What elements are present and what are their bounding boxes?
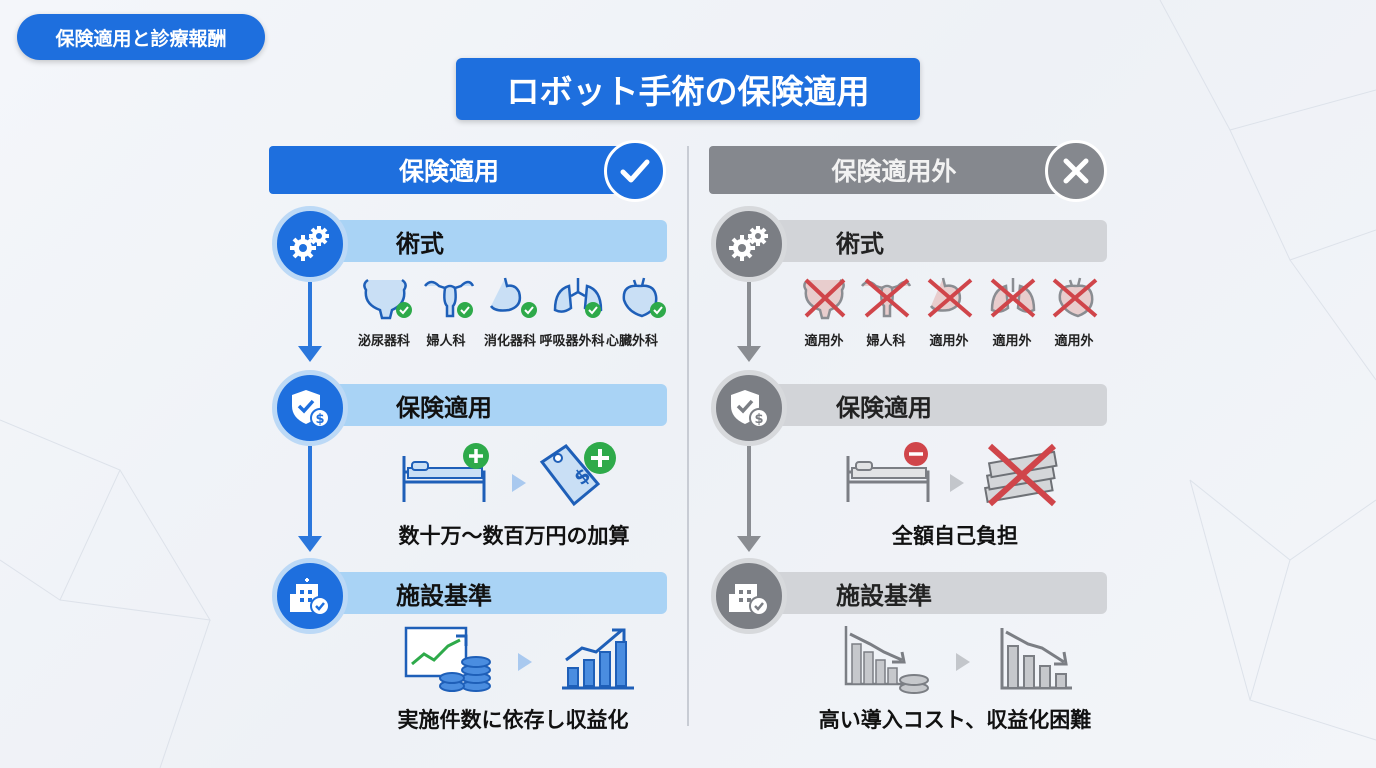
gears-icon <box>711 206 787 282</box>
specialty-label: 適用外 <box>992 334 1032 349</box>
arrow-right-icon <box>956 653 970 671</box>
specialty-label: 婦人科 <box>866 334 906 349</box>
growth-chart-coins-icon <box>404 626 491 692</box>
column-divider <box>687 146 689 726</box>
flow-connector <box>308 282 312 350</box>
covered-step-insurance: 保険適用 <box>300 384 667 426</box>
arrow-right-icon <box>950 474 964 492</box>
uterus-crossed-icon <box>861 278 912 318</box>
bladder-crossed-icon <box>803 278 846 320</box>
flow-arrowhead <box>737 536 761 552</box>
bar-chart-up-icon <box>562 628 634 690</box>
specialty-label: 心臓外科 <box>605 334 658 349</box>
covered-header: 保険適用 <box>269 146 629 194</box>
flow-connector <box>747 282 751 350</box>
price-tag-plus-icon: $ <box>539 442 616 507</box>
specialty-label: 適用外 <box>929 334 969 349</box>
uterus-icon <box>424 280 475 318</box>
bar-chart-down-icon <box>1000 628 1072 690</box>
covered-step-facility: 施設基準 <box>300 572 667 614</box>
arrow-right-icon <box>512 474 526 492</box>
specialty-label: 適用外 <box>1054 334 1094 349</box>
facility-caption: 実施件数に依存し収益化 <box>397 708 629 732</box>
svg-text:$: $ <box>754 412 763 427</box>
specialty-label: 消化器科 <box>483 334 536 349</box>
flow-connector <box>308 446 312 540</box>
specialty-label: 呼吸器外科 <box>539 334 605 349</box>
certified-building-icon <box>272 558 348 634</box>
not-covered-step-facility: 施設基準 <box>740 572 1107 614</box>
flow-arrowhead <box>298 536 322 552</box>
specialty-label: 泌尿器科 <box>357 334 410 349</box>
specialty-label: 適用外 <box>804 334 844 349</box>
stomach-crossed-icon <box>927 277 973 318</box>
arrow-right-icon <box>518 653 532 671</box>
declining-chart-coins-icon <box>844 626 929 694</box>
specialty-label: 婦人科 <box>426 334 466 349</box>
gears-icon <box>272 206 348 282</box>
not-covered-step-surgery: 術式 <box>740 220 1107 262</box>
insurance-caption: 全額自己負担 <box>892 524 1018 548</box>
lungs-icon <box>553 278 603 318</box>
flow-arrowhead <box>737 346 761 362</box>
check-icon <box>604 140 666 202</box>
flow-connector <box>747 446 751 540</box>
section-tag: 保険適用と診療報酬 <box>17 14 265 60</box>
lungs-crossed-icon <box>990 278 1036 318</box>
heart-icon <box>622 277 666 318</box>
facility-caption: 高い導入コスト、収益化困難 <box>818 708 1092 732</box>
not-covered-header: 保険適用外 <box>709 146 1079 194</box>
heart-crossed-icon <box>1052 277 1098 318</box>
hospital-bed-plus-icon <box>402 443 489 502</box>
money-stack-crossed-icon <box>983 443 1058 507</box>
stomach-icon <box>489 277 537 318</box>
insurance-caption: 数十万〜数百万円の加算 <box>398 524 630 548</box>
shield-dollar-icon: $ <box>711 370 787 446</box>
svg-text:$: $ <box>315 412 324 427</box>
cross-icon <box>1045 140 1107 202</box>
shield-dollar-icon: $ <box>272 370 348 446</box>
bladder-icon <box>363 278 412 320</box>
certified-building-icon <box>711 558 787 634</box>
page-title: ロボット手術の保険適用 <box>456 58 920 120</box>
hospital-bed-minus-icon <box>846 442 930 502</box>
not-covered-step-insurance: 保険適用 <box>740 384 1107 426</box>
covered-step-surgery: 術式 <box>300 220 667 262</box>
flow-arrowhead <box>298 346 322 362</box>
